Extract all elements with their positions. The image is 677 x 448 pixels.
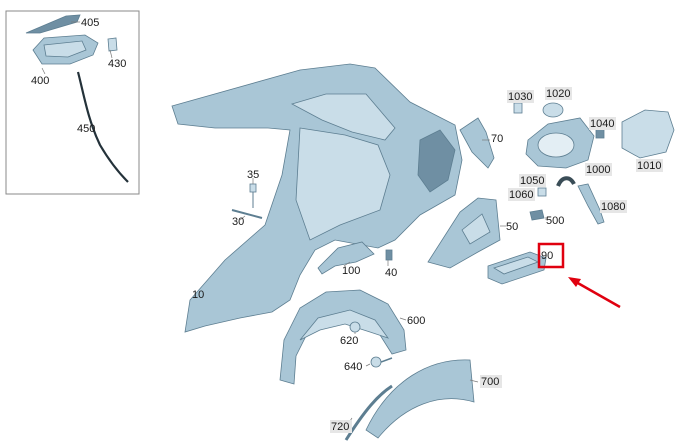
callout-1010[interactable]: 1010 bbox=[637, 160, 661, 172]
callout-600[interactable]: 600 bbox=[407, 315, 425, 327]
part-30-rivet[interactable] bbox=[231, 209, 263, 219]
part-90-fuel-filler-cover[interactable] bbox=[487, 251, 547, 285]
part-620-clip[interactable] bbox=[349, 321, 361, 333]
callout-500[interactable]: 500 bbox=[546, 215, 564, 227]
callout-70[interactable]: 70 bbox=[491, 133, 503, 145]
callout-10[interactable]: 10 bbox=[192, 289, 204, 301]
callout-1020[interactable]: 1020 bbox=[546, 88, 570, 100]
part-40-clip[interactable] bbox=[385, 249, 393, 261]
callout-1030[interactable]: 1030 bbox=[508, 91, 532, 103]
part-35-bolt[interactable] bbox=[249, 183, 257, 208]
part-1060-clip[interactable] bbox=[537, 187, 547, 197]
part-600-wheel-arch-liner[interactable] bbox=[279, 289, 407, 385]
callout-400[interactable]: 400 bbox=[31, 75, 49, 87]
callout-90[interactable]: 90 bbox=[541, 250, 553, 262]
callout-430[interactable]: 430 bbox=[108, 58, 126, 70]
callout-640[interactable]: 640 bbox=[344, 361, 362, 373]
callout-50[interactable]: 50 bbox=[506, 221, 518, 233]
part-50-reinforcement[interactable] bbox=[427, 197, 501, 269]
callout-100[interactable]: 100 bbox=[342, 265, 360, 277]
part-700-wheel-arch-trim[interactable] bbox=[365, 359, 475, 439]
part-1030-screw[interactable] bbox=[513, 102, 523, 114]
callout-700[interactable]: 700 bbox=[481, 376, 499, 388]
part-70-bracket[interactable] bbox=[459, 117, 495, 169]
callout-1050[interactable]: 1050 bbox=[520, 175, 544, 187]
part-1080-drain-tube[interactable] bbox=[577, 183, 605, 225]
part-500-seal[interactable] bbox=[529, 209, 545, 221]
part-1000-fuel-filler-housing[interactable] bbox=[525, 117, 595, 169]
callout-1060[interactable]: 1060 bbox=[509, 189, 533, 201]
callout-405[interactable]: 405 bbox=[81, 17, 99, 29]
part-430-clip[interactable] bbox=[107, 37, 118, 52]
part-400-fuel-tank-housing[interactable] bbox=[32, 34, 99, 65]
highlight-box bbox=[537, 242, 565, 269]
callout-40[interactable]: 40 bbox=[385, 267, 397, 279]
callout-35[interactable]: 35 bbox=[247, 169, 259, 181]
callout-450[interactable]: 450 bbox=[77, 123, 95, 135]
part-450-drain-hose[interactable] bbox=[76, 71, 129, 183]
callout-labels: 405 400 430 450 35 30 10 100 40 1030 102… bbox=[31, 17, 663, 433]
callout-1080[interactable]: 1080 bbox=[601, 201, 625, 213]
part-1050-hose[interactable] bbox=[556, 176, 576, 187]
part-100-bracket[interactable] bbox=[317, 241, 375, 275]
pointer-arrow bbox=[568, 277, 621, 309]
callout-30[interactable]: 30 bbox=[232, 216, 244, 228]
callout-620[interactable]: 620 bbox=[340, 335, 358, 347]
part-1020-cap[interactable] bbox=[542, 102, 564, 118]
part-10-side-wall-panel[interactable] bbox=[171, 63, 463, 333]
part-405-splash-shield[interactable] bbox=[25, 14, 81, 34]
callout-1000[interactable]: 1000 bbox=[586, 164, 610, 176]
callout-1040[interactable]: 1040 bbox=[590, 118, 614, 130]
part-640-push-rivet[interactable] bbox=[370, 356, 393, 368]
callout-720[interactable]: 720 bbox=[331, 421, 349, 433]
part-1010-fuel-door[interactable] bbox=[621, 109, 675, 159]
